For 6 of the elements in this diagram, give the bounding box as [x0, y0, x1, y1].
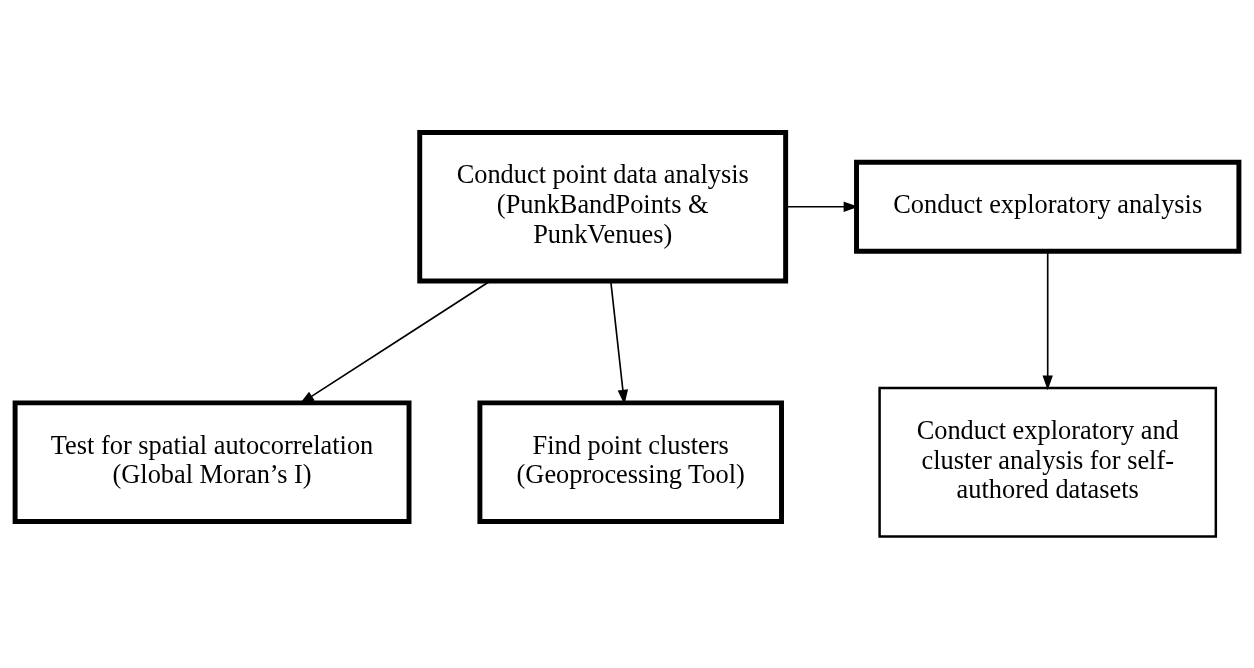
node-box: Test for spatial autocorrelation (Global Moran’s I) [12, 399, 412, 524]
node-box: Conduct point data analysis (PunkBandPoints & PunkVenues) [417, 129, 789, 283]
node-box: Find point clusters (Geoprocessing Tool) [477, 399, 784, 524]
node-box: Conduct exploratory and cluster analysis for self-authored datasets [878, 386, 1218, 538]
node-box: Conduct exploratory analysis [854, 159, 1242, 254]
arrow [1042, 250, 1053, 390]
